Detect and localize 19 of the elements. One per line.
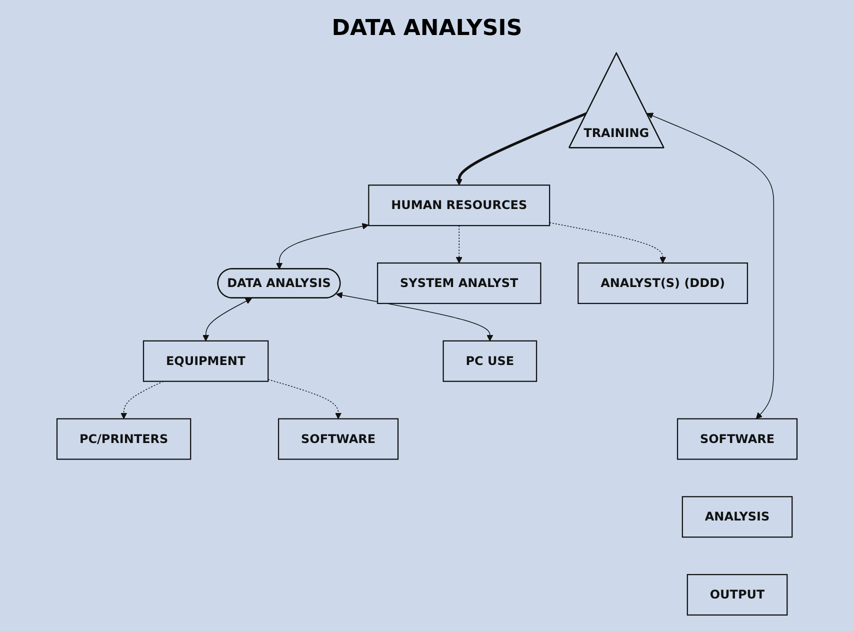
node-box: SOFTWARE <box>278 418 399 460</box>
node-box: SYSTEM ANALYST <box>376 262 542 304</box>
node-box: ANALYSIS <box>682 496 793 538</box>
arrow <box>276 223 369 270</box>
node-box: PC USE <box>442 340 538 382</box>
node-box: ANALYST(S) (DDD) <box>578 262 748 304</box>
arrow <box>202 298 252 342</box>
node-box: SOFTWARE <box>676 418 798 460</box>
arrow <box>549 222 666 264</box>
arrow <box>456 225 462 264</box>
node-box: EQUIPMENT <box>142 340 269 382</box>
node-box: HUMAN RESOURCES <box>368 184 550 226</box>
arrow <box>456 112 588 186</box>
arrow <box>336 292 494 342</box>
arrow <box>646 112 774 420</box>
node-box: PC/PRINTERS <box>56 418 192 460</box>
diagram-title: DATA ANALYSIS <box>332 16 522 41</box>
arrow <box>268 379 342 420</box>
node-box: OUTPUT <box>686 574 788 616</box>
